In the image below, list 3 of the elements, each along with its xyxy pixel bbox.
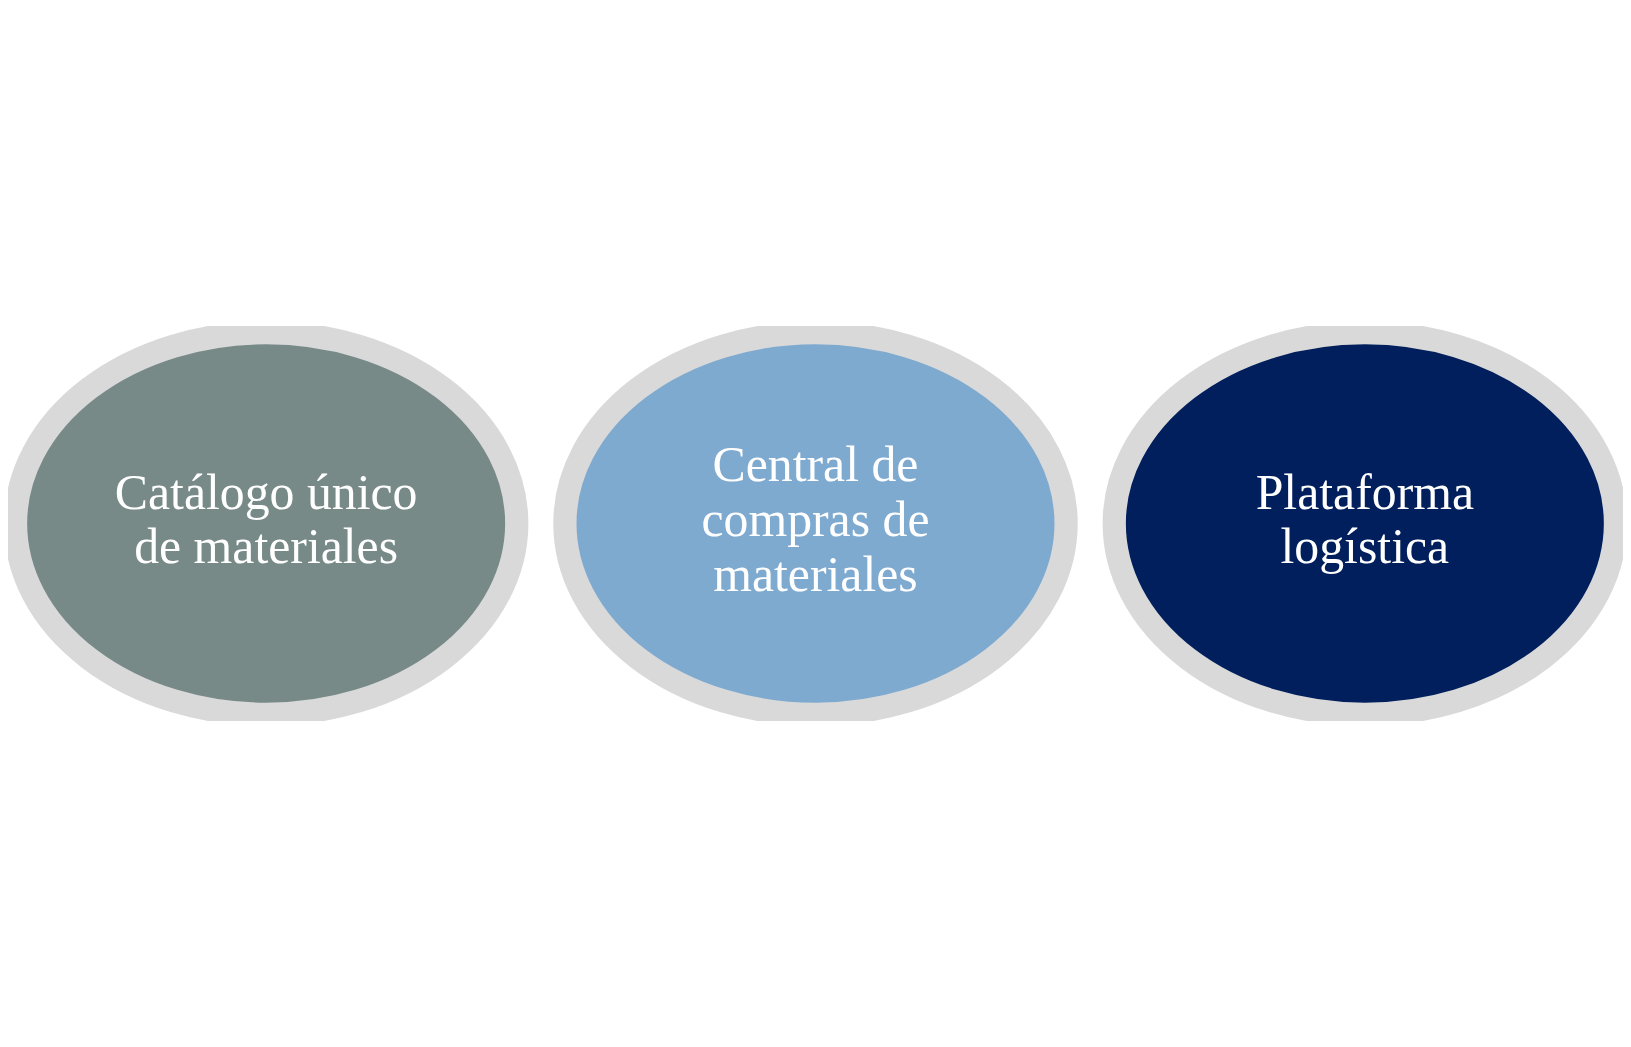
- node-ellipse: Plataforma logística: [1102, 326, 1623, 721]
- node-ellipse: Catálogo único de materiales: [8, 326, 529, 721]
- node-ellipse: Central de compras de materiales: [553, 326, 1078, 721]
